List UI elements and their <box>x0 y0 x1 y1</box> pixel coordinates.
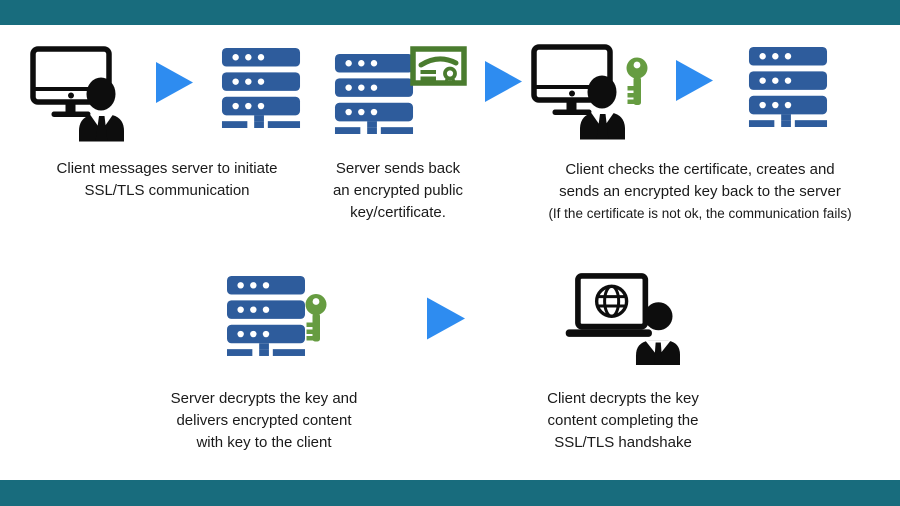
step3-note: (If the certificate is not ok, the commu… <box>548 206 852 221</box>
flow-arrow-right-icon <box>156 62 193 103</box>
flow-arrow-right-icon <box>676 60 713 101</box>
server-stack-icon <box>221 48 301 128</box>
key-icon <box>624 57 650 107</box>
client-desktop-user-icon <box>531 44 631 143</box>
server-stack-icon <box>748 47 828 127</box>
flow-arrow-right-icon <box>427 297 465 340</box>
step3-caption: Client checks the certificate, creates a… <box>559 161 841 200</box>
certificate-icon <box>410 46 467 86</box>
flow-arrow-right-icon <box>485 61 522 102</box>
step4-caption: Server decrypts the key and delivers enc… <box>170 390 358 451</box>
bottom-border-bar <box>0 480 900 506</box>
top-border-bar <box>0 0 900 25</box>
step5-caption: Client decrypts the key content completi… <box>547 390 699 451</box>
laptop-globe-user-icon <box>562 271 680 369</box>
step2-caption: Server sends back an encrypted public ke… <box>332 160 464 221</box>
client-desktop-user-icon <box>30 46 130 145</box>
server-stack-icon <box>227 276 305 356</box>
key-icon <box>303 293 329 344</box>
step1-caption: Client messages server to initiate SSL/T… <box>56 160 278 199</box>
server-stack-icon <box>334 54 414 134</box>
